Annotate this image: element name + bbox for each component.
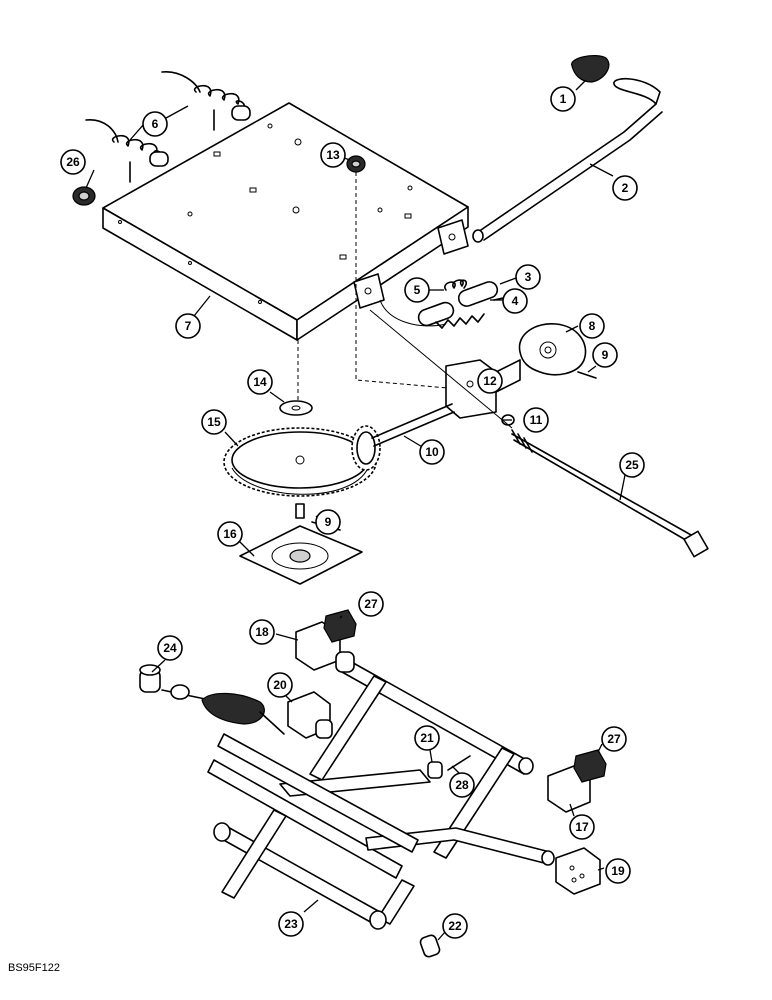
mount-bracket xyxy=(445,359,521,426)
callout-label: 12 xyxy=(483,374,497,388)
callout-13: 13 xyxy=(320,142,346,168)
bushing xyxy=(72,186,96,206)
callout-14: 14 xyxy=(247,369,273,395)
callout-4: 4 xyxy=(502,288,528,314)
callout-label: 4 xyxy=(512,294,519,308)
callout-27-upper: 27 xyxy=(358,591,384,617)
callout-label: 20 xyxy=(273,678,287,692)
callout-10: 10 xyxy=(419,439,445,465)
callout-label: 6 xyxy=(152,117,159,131)
callout-label: 16 xyxy=(223,527,237,541)
washer xyxy=(279,400,313,416)
plate-brackets xyxy=(353,219,469,309)
callout-12: 12 xyxy=(477,368,503,394)
callout-label: 23 xyxy=(284,917,298,931)
callout-label: 8 xyxy=(589,319,596,333)
swivel-base xyxy=(239,525,363,585)
callout-24: 24 xyxy=(157,635,183,661)
callout-label: 13 xyxy=(326,148,340,162)
callout-23: 23 xyxy=(278,911,304,937)
callout-label: 19 xyxy=(611,864,625,878)
callout-3: 3 xyxy=(515,264,541,290)
callout-label: 9 xyxy=(325,515,332,529)
callout-25: 25 xyxy=(619,452,645,478)
callout-label: 18 xyxy=(255,625,269,639)
adjust-lever xyxy=(472,54,663,243)
callout-label: 22 xyxy=(448,919,462,933)
figure-code: BS95F122 xyxy=(8,962,60,974)
latch-assembly xyxy=(379,279,513,329)
callout-label: 25 xyxy=(625,458,639,472)
callout-label: 14 xyxy=(253,375,267,389)
callout-label: 24 xyxy=(163,641,177,655)
callout-21: 21 xyxy=(414,725,440,751)
callout-label: 7 xyxy=(185,319,192,333)
callout-19: 19 xyxy=(605,858,631,884)
pinion-shaft xyxy=(351,403,455,471)
callout-27-lower: 27 xyxy=(601,726,627,752)
callout-20: 20 xyxy=(267,672,293,698)
gas-strut xyxy=(161,684,285,735)
torsion-springs xyxy=(85,71,251,183)
callout-26: 26 xyxy=(60,149,86,175)
callout-22: 22 xyxy=(442,913,468,939)
callout-label: 28 xyxy=(455,778,469,792)
callout-label: 10 xyxy=(425,445,439,459)
callout-label: 21 xyxy=(420,731,434,745)
callout-1: 1 xyxy=(550,86,576,112)
callout-label: 2 xyxy=(622,181,629,195)
callout-5: 5 xyxy=(404,277,430,303)
callout-label: 11 xyxy=(530,413,543,427)
slider-blocks xyxy=(287,621,601,895)
callout-16: 16 xyxy=(217,521,243,547)
callout-15: 15 xyxy=(201,409,227,435)
callout-9-upper: 9 xyxy=(592,342,618,368)
small-bushings xyxy=(139,664,471,958)
callout-label: 26 xyxy=(66,155,80,169)
large-gear xyxy=(223,427,377,519)
nut xyxy=(346,155,366,173)
pivot-housing xyxy=(518,323,597,379)
callout-11: 11 xyxy=(523,407,549,433)
callout-label: 27 xyxy=(364,597,378,611)
callout-label: 9 xyxy=(602,348,609,362)
callout-label: 3 xyxy=(525,270,532,284)
callout-17: 17 xyxy=(569,814,595,840)
callout-label: 15 xyxy=(207,415,221,429)
scissor-frame xyxy=(207,659,555,930)
callout-7: 7 xyxy=(175,313,201,339)
callout-28: 28 xyxy=(449,772,475,798)
callout-2: 2 xyxy=(612,175,638,201)
block-caps xyxy=(323,609,607,783)
callout-6: 6 xyxy=(142,111,168,137)
callout-label: 17 xyxy=(575,820,589,834)
tie-rod xyxy=(511,429,709,558)
seat-base-plate xyxy=(102,102,469,341)
callout-18: 18 xyxy=(249,619,275,645)
callout-label: 27 xyxy=(607,732,621,746)
callout-8: 8 xyxy=(579,313,605,339)
callout-9-lower: 9 xyxy=(315,509,341,535)
callout-label: 1 xyxy=(560,92,567,106)
callout-label: 5 xyxy=(414,283,421,297)
